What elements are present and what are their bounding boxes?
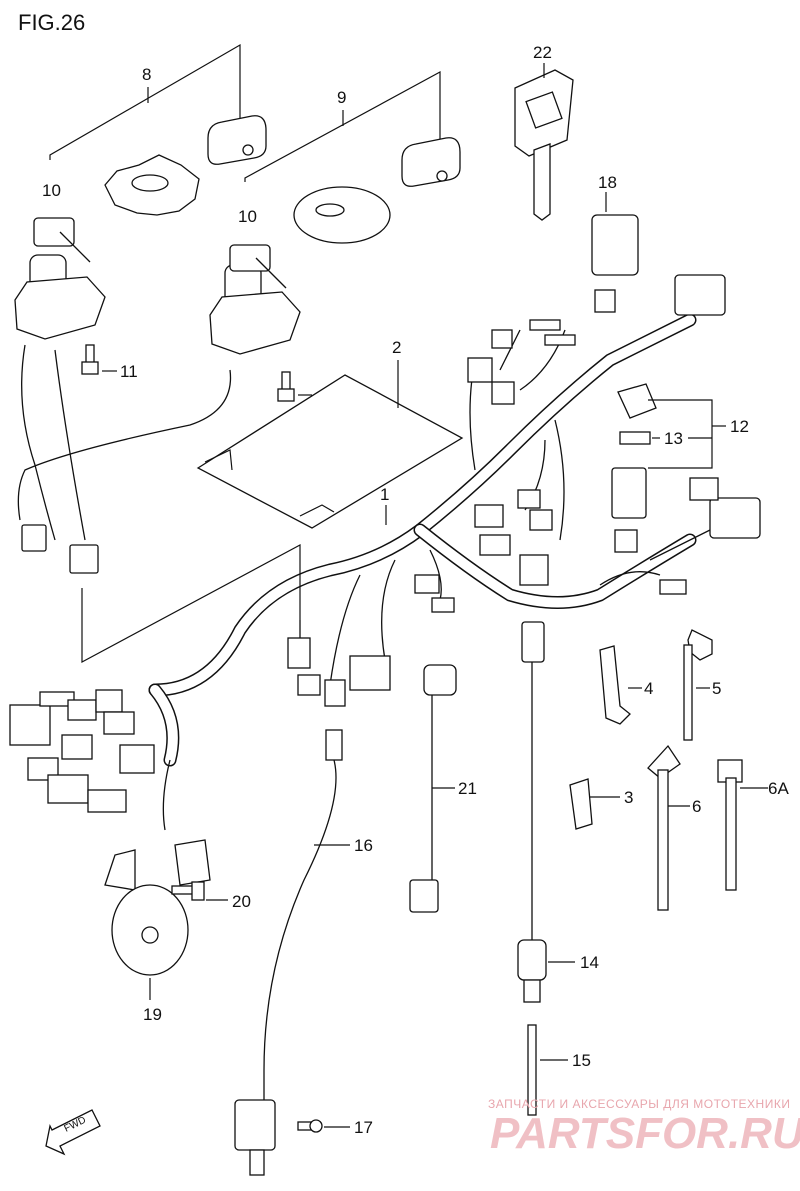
callout-12: 12	[730, 417, 749, 436]
tie-6a	[717, 759, 768, 891]
lead-wire-21	[409, 664, 457, 913]
tie-5	[683, 629, 713, 741]
switch-14	[517, 621, 575, 1003]
callout-10-left: 10	[42, 181, 61, 200]
callout-6: 6	[692, 797, 701, 816]
screw-11-left	[81, 344, 117, 375]
callout-10-right: 10	[238, 207, 257, 226]
connector-ignition-a	[21, 524, 47, 552]
horn-19	[104, 849, 189, 1000]
connector-ignition-b	[69, 544, 99, 574]
watermark-brand: PARTSFOR.RU	[490, 1109, 800, 1158]
callout-22: 22	[533, 43, 552, 62]
callout-19: 19	[143, 1005, 162, 1024]
callout-3: 3	[624, 788, 633, 807]
switch-cap-9	[293, 186, 391, 244]
figure-title: FIG.26	[18, 10, 85, 35]
callout-4: 4	[644, 679, 653, 698]
callout-5: 5	[712, 679, 721, 698]
tie-6	[647, 744, 690, 911]
clamp-3	[569, 778, 620, 830]
callout-15: 15	[572, 1051, 591, 1070]
wiring-diagram-sheet-2	[196, 360, 464, 529]
callout-1: 1	[380, 485, 389, 504]
harness-connectors	[9, 274, 761, 886]
switch-cap-8	[104, 154, 200, 216]
callout-18: 18	[598, 173, 617, 192]
key-22	[514, 63, 574, 221]
fuse-group-12	[611, 383, 726, 519]
callout-13: 13	[664, 429, 683, 448]
pin-15	[527, 1024, 568, 1116]
bracket-8	[49, 43, 241, 160]
callout-9: 9	[337, 88, 346, 107]
ignition-switch-left	[14, 217, 106, 541]
bracket-9	[244, 70, 441, 182]
callout-6a: 6A	[768, 779, 789, 798]
screw-17	[297, 1119, 350, 1133]
callout-20: 20	[232, 892, 251, 911]
screw-11-right	[277, 371, 312, 402]
bolt-20	[171, 881, 228, 901]
seat-lock-cylinder-8	[207, 115, 267, 165]
main-wiring-harness	[148, 313, 711, 831]
callout-16: 16	[354, 836, 373, 855]
clamp-4	[599, 645, 642, 725]
watermark-tagline: ЗАПЧАСТИ И АКСЕССУАРЫ ДЛЯ МОТОТЕХНИКИ	[488, 1097, 790, 1111]
callout-8: 8	[142, 65, 151, 84]
callout-2: 2	[392, 338, 401, 357]
relay-18	[591, 192, 639, 276]
callout-21: 21	[458, 779, 477, 798]
bracket-harness-link	[81, 543, 301, 664]
sensor-16	[234, 729, 350, 1176]
fwd-arrow-icon: FWD	[45, 1109, 101, 1156]
callout-17: 17	[354, 1118, 373, 1137]
ignition-switch-right	[17, 244, 301, 521]
callout-14: 14	[580, 953, 599, 972]
callout-11-left: 11	[120, 362, 138, 381]
seat-lock-cylinder-9	[401, 137, 461, 187]
